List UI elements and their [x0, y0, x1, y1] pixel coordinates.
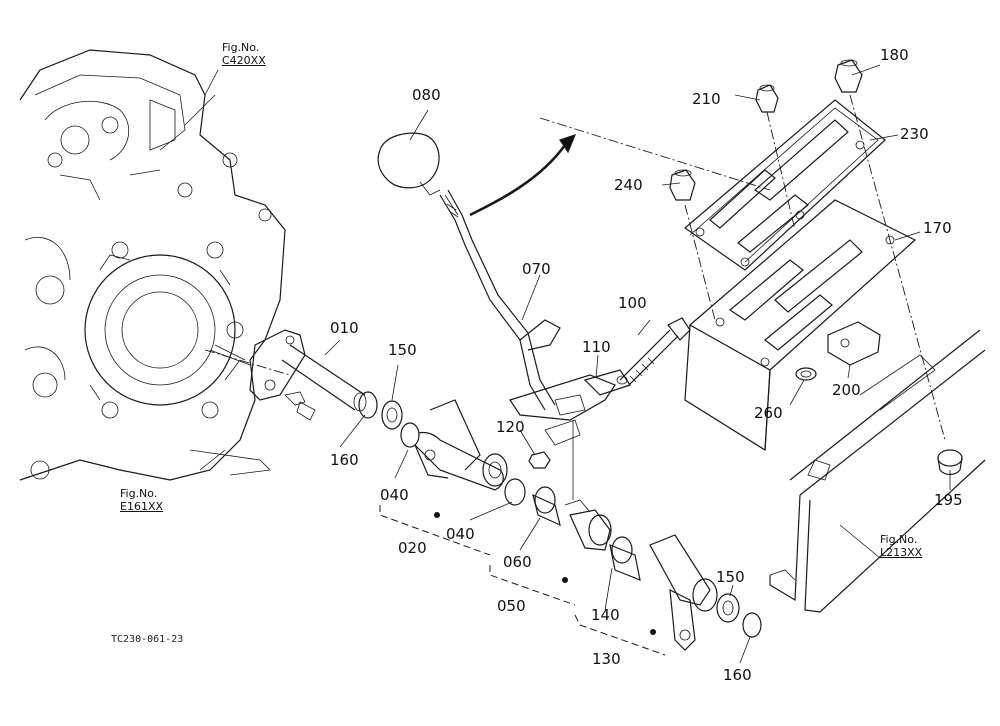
part-140-bushing	[609, 536, 641, 581]
part-label-150: 150	[388, 341, 417, 359]
fig-ref-prefix: Fig.No.	[880, 533, 918, 546]
part-060-bushing	[532, 486, 561, 527]
part-160-snap-ring-right	[742, 612, 762, 638]
part-010-shaft	[204, 329, 367, 421]
part-label-110: 110	[582, 338, 611, 356]
part-label-080: 080	[412, 86, 441, 104]
part-label-130: 130	[592, 650, 621, 668]
document-id: TC230-061-23	[111, 634, 184, 645]
part-150-washer	[381, 400, 403, 430]
part-260-grommet	[795, 367, 817, 381]
part-label-120: 120	[496, 418, 525, 436]
part-070-lever	[439, 189, 616, 446]
part-label-070: 070	[522, 260, 551, 278]
part-label-160-2: 160	[723, 666, 752, 684]
part-160-snap-ring	[358, 391, 378, 419]
part-120-nut	[528, 451, 551, 469]
part-label-200: 200	[832, 381, 861, 399]
fig-ref-l213: Fig.No. L213XX	[880, 533, 923, 559]
fig-ref-e161: Fig.No. E161XX	[120, 487, 164, 513]
part-label-210: 210	[692, 90, 721, 108]
leader-lines	[184, 64, 951, 664]
part-110-bracket	[583, 369, 631, 396]
frame-bracket	[769, 329, 986, 613]
part-label-195: 195	[934, 491, 963, 509]
part-050-arm	[564, 499, 612, 551]
part-label-240: 240	[614, 176, 643, 194]
part-label-170: 170	[923, 219, 952, 237]
part-200-bracket	[827, 321, 881, 366]
part-label-050: 050	[497, 597, 526, 615]
part-label-230: 230	[900, 125, 929, 143]
part-label-140: 140	[591, 606, 620, 624]
part-label-100: 100	[618, 294, 647, 312]
part-100-bolt	[619, 317, 691, 387]
part-020-arm	[400, 399, 508, 491]
fig-ref-c420: Fig.No. C420XX	[222, 41, 266, 67]
part-240-bolt	[669, 169, 716, 321]
part-label-260: 260	[754, 404, 783, 422]
part-180-bolt	[834, 59, 946, 441]
motion-arrow	[469, 144, 567, 217]
part-label-010: 010	[330, 319, 359, 337]
part-150-washer-right	[716, 593, 740, 623]
part-label-060: 060	[503, 553, 532, 571]
part-170-shift-cover	[684, 199, 917, 452]
transmission-housing	[19, 49, 286, 481]
part-080-knob	[377, 132, 441, 196]
part-label-040-2: 040	[446, 525, 475, 543]
part-040-bushing	[504, 478, 526, 506]
fig-ref-prefix: Fig.No.	[120, 487, 158, 500]
part-210-bolt	[755, 84, 796, 231]
fig-ref-prefix: Fig.No.	[222, 41, 260, 54]
fig-ref-code: L213XX	[880, 545, 923, 559]
part-label-040: 040	[380, 486, 409, 504]
part-230-guide-plate	[684, 99, 886, 271]
part-label-180: 180	[880, 46, 909, 64]
part-130-arm	[649, 534, 718, 651]
part-label-020: 020	[398, 539, 427, 557]
part-label-150-2: 150	[716, 568, 745, 586]
fig-ref-code: E161XX	[120, 499, 164, 513]
part-label-160: 160	[330, 451, 359, 469]
fig-ref-code: C420XX	[222, 53, 266, 67]
